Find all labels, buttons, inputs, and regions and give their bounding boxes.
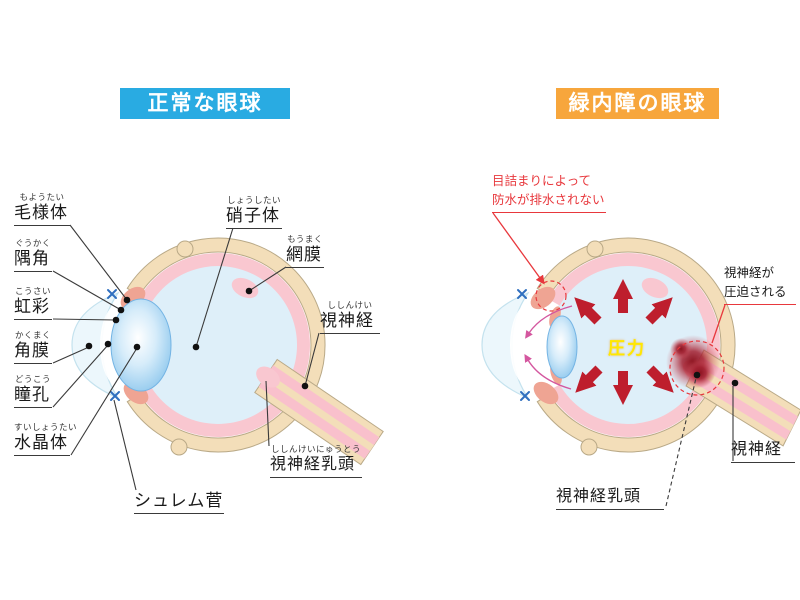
blood-spot	[666, 335, 720, 389]
label-schlemm-canal: シュレム菅	[134, 490, 224, 514]
left-anchor-dots	[85, 287, 309, 390]
label-cornea: かくまく 角膜	[14, 330, 52, 364]
furigana: どうこう	[14, 374, 51, 384]
label-retina: もうまく 網膜	[286, 234, 324, 268]
label-iris: こうさい 虹彩	[14, 286, 52, 320]
label-compression-note: 視神経が 圧迫される	[724, 264, 796, 305]
header-glaucoma-eye: 緑内障の眼球	[556, 88, 719, 119]
label-optic-nerve: ししんけい 視神経	[320, 300, 380, 334]
aqueous-flow-arrows	[524, 305, 573, 390]
label-blockage-note: 目詰まりによって 防水が排水されない	[492, 172, 606, 213]
furigana: こうさい	[14, 286, 51, 296]
furigana: しょうしたい	[226, 195, 281, 205]
label-pressure: 圧力	[608, 339, 646, 358]
furigana: ししんけい	[327, 300, 373, 310]
left-leader-lines	[52, 224, 320, 491]
label-crystalline-lens: すいしょうたい 水晶体	[14, 422, 78, 456]
label-optic-nerve-right: 視神経	[731, 439, 795, 463]
right-anchor-dots	[693, 371, 739, 387]
furigana: ぐうかく	[15, 238, 51, 248]
left-optic-nerve	[254, 358, 384, 466]
label-optic-disc: ししんけいにゅうとう 視神経乳頭	[270, 444, 362, 478]
furigana: かくまく	[14, 330, 51, 340]
label-angle: ぐうかく 隅角	[14, 238, 52, 272]
label-optic-disc-right: 視神経乳頭	[556, 486, 664, 510]
furigana: もうまく	[287, 234, 323, 244]
furigana: ししんけいにゅうとう	[270, 444, 361, 454]
furigana: すいしょうたい	[14, 422, 78, 432]
label-vitreous-body: しょうしたい 硝子体	[226, 195, 282, 229]
dashed-highlight-circles	[535, 280, 725, 396]
right-lens	[546, 315, 578, 379]
furigana: もようたい	[19, 192, 65, 202]
label-ciliary-body: もようたい 毛様体	[14, 192, 70, 226]
header-normal-eye: 正常な眼球	[120, 88, 290, 119]
label-pupil: どうこう 瞳孔	[14, 374, 52, 408]
right-leader-lines	[492, 212, 734, 507]
pressure-arrows	[574, 279, 674, 405]
